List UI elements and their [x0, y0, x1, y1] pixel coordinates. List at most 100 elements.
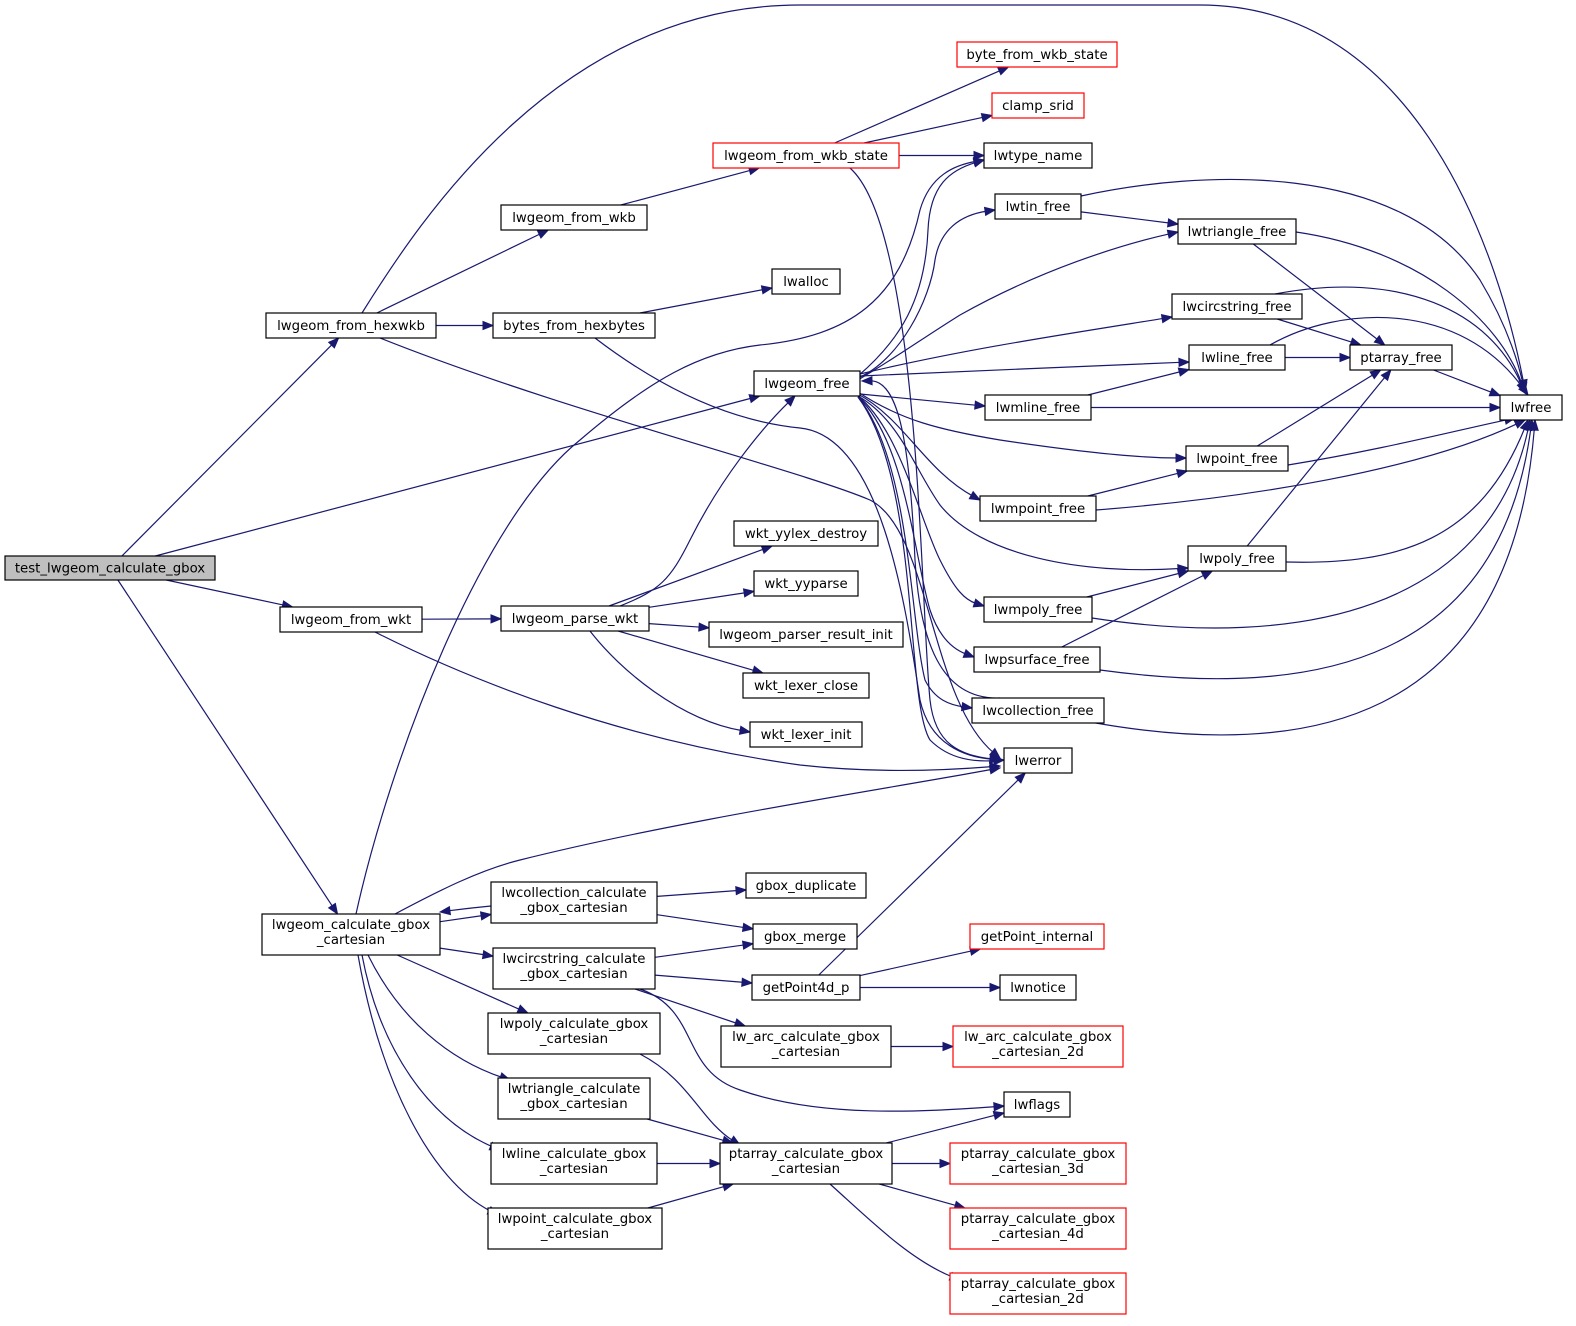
edge-line	[834, 69, 1002, 144]
node-calc-gbox-cart[interactable]: lwgeom_calculate_gbox_cartesian	[261, 913, 441, 956]
node-box	[500, 605, 650, 632]
node-clamp-srid[interactable]: clamp_srid	[991, 92, 1085, 119]
node-parser-result-init[interactable]: lwgeom_parser_result_init	[708, 621, 904, 648]
node-from-wkt[interactable]: lwgeom_from_wkt	[279, 606, 423, 633]
node-lwalloc[interactable]: lwalloc	[771, 268, 841, 295]
node-label: _gbox_cartesian	[519, 901, 627, 916]
node-lwcollection-free[interactable]: lwcollection_free	[971, 697, 1105, 724]
node-box	[490, 881, 658, 924]
edge-lwgeom_free-to-lwcollection_free	[857, 396, 974, 712]
node-lwfree[interactable]: lwfree	[1499, 394, 1563, 421]
node-lexer-init[interactable]: wkt_lexer_init	[749, 721, 863, 748]
edge-arrowhead	[939, 1158, 952, 1169]
node-box	[708, 621, 904, 648]
node-getPoint4d-p[interactable]: getPoint4d_p	[751, 974, 861, 1001]
node-box	[949, 1272, 1127, 1315]
node-lexer-close[interactable]: wkt_lexer_close	[742, 672, 870, 699]
node-test[interactable]: test_lwgeom_calculate_gbox	[4, 555, 216, 581]
node-yyparse[interactable]: wkt_yyparse	[753, 570, 859, 597]
node-lwmpoly-free[interactable]: lwmpoly_free	[983, 596, 1093, 623]
edge-lwcollection_free-to-lwgeom_free	[860, 375, 1001, 699]
edge-coll_calc-to-calc_gbox_cart	[438, 905, 492, 916]
node-lwgeom-free[interactable]: lwgeom_free	[753, 370, 861, 397]
edge-lwgeom_free-to-lwmpoint_free	[857, 393, 982, 501]
node-label: lwcircstring_calculate	[502, 952, 645, 967]
edge-arrowhead	[735, 885, 748, 896]
edge-line	[1287, 419, 1508, 466]
edge-line	[857, 396, 997, 762]
node-lwmline-free[interactable]: lwmline_free	[984, 394, 1092, 421]
node-lwmpoint-free[interactable]: lwmpoint_free	[979, 495, 1097, 522]
edge-line	[859, 393, 978, 406]
node-label: lwtin_free	[1006, 200, 1071, 215]
node-lwcircstring-free[interactable]: lwcircstring_free	[1171, 293, 1303, 320]
node-coll-calc[interactable]: lwcollection_calculate_gbox_cartesian	[490, 881, 658, 924]
edge-arrowhead	[1339, 352, 1352, 363]
node-ptarray-calc[interactable]: ptarray_calculate_gbox_cartesian	[719, 1142, 893, 1185]
node-point-calc[interactable]: lwpoint_calculate_gbox_cartesian	[487, 1207, 663, 1250]
edge-arrowhead	[327, 337, 340, 349]
node-ptarray-free[interactable]: ptarray_free	[1349, 344, 1453, 371]
node-box	[719, 1142, 893, 1185]
node-label: wkt_yyparse	[764, 577, 847, 592]
node-bytes-from-hexbytes[interactable]: bytes_from_hexbytes	[492, 312, 656, 339]
node-lwline-free[interactable]: lwline_free	[1188, 344, 1286, 371]
node-yylex-destroy[interactable]: wkt_yylex_destroy	[733, 520, 879, 547]
node-pt-2d[interactable]: ptarray_calculate_gbox_cartesian_2d	[949, 1272, 1127, 1315]
node-arc-calc[interactable]: lw_arc_calculate_gbox_cartesian	[720, 1025, 892, 1068]
edge-line	[361, 4, 1525, 383]
node-getPoint-internal[interactable]: getPoint_internal	[969, 923, 1105, 950]
edge-line	[1091, 427, 1529, 629]
node-label: ptarray_calculate_gbox	[961, 1277, 1116, 1292]
node-box	[1003, 1091, 1071, 1118]
node-box	[4, 555, 216, 581]
edge-arrowhead	[742, 588, 756, 598]
edge-arc_calc-to-arc_calc_2d	[891, 1041, 955, 1052]
edge-arrowhead	[992, 1110, 1006, 1121]
node-lwpoly-free[interactable]: lwpoly_free	[1187, 545, 1287, 572]
node-circ-calc[interactable]: lwcircstring_calculate_gbox_cartesian	[492, 947, 656, 990]
edge-line	[1080, 211, 1171, 224]
edge-line	[857, 393, 974, 497]
edge-bytes_from_hexbytes-to-lwalloc	[639, 285, 774, 314]
edge-arrowhead	[972, 158, 986, 168]
node-label: _gbox_cartesian	[519, 967, 627, 982]
node-label: _cartesian	[539, 1032, 608, 1047]
edge-arrowhead	[516, 1004, 530, 1014]
node-from-wkb-state[interactable]: lwgeom_from_wkb_state	[712, 142, 900, 169]
node-pt-4d[interactable]: ptarray_calculate_gbox_cartesian_4d	[949, 1207, 1127, 1250]
node-lwnotice[interactable]: lwnotice	[999, 974, 1077, 1001]
node-lwpsurface-free[interactable]: lwpsurface_free	[973, 646, 1101, 673]
node-label: lwpoly_free	[1199, 552, 1275, 567]
node-parse-wkt[interactable]: lwgeom_parse_wkt	[500, 605, 650, 632]
node-tri-calc[interactable]: lwtriangle_calculate_gbox_cartesian	[497, 1077, 651, 1120]
edge-line	[654, 944, 746, 958]
node-from-hexwkb[interactable]: lwgeom_from_hexwkb	[265, 312, 437, 339]
node-poly-calc[interactable]: lwpoly_calculate_gbox_cartesian	[487, 1012, 661, 1055]
node-line-calc[interactable]: lwline_calculate_gbox_cartesian	[490, 1142, 658, 1185]
node-byte-from-wkb-state[interactable]: byte_from_wkb_state	[956, 41, 1118, 68]
node-lwtype-name[interactable]: lwtype_name	[983, 142, 1093, 169]
node-label: getPoint4d_p	[763, 981, 850, 996]
node-lwtriangle-free[interactable]: lwtriangle_free	[1177, 218, 1297, 245]
edge-line	[857, 395, 1181, 571]
node-lwerror[interactable]: lwerror	[1003, 747, 1073, 774]
node-box	[949, 1142, 1127, 1185]
node-arc-calc-2d[interactable]: lw_arc_calculate_gbox_cartesian_2d	[952, 1025, 1124, 1068]
edge-line	[1087, 370, 1182, 396]
node-lwflags[interactable]: lwflags	[1003, 1091, 1071, 1118]
node-lwtin-free[interactable]: lwtin_free	[994, 193, 1082, 220]
edge-line	[869, 380, 1001, 699]
node-box	[492, 312, 656, 339]
edge-line	[857, 210, 988, 379]
node-gbox-merge[interactable]: gbox_merge	[752, 923, 858, 950]
node-gbox-duplicate[interactable]: gbox_duplicate	[745, 872, 867, 899]
node-from-wkb[interactable]: lwgeom_from_wkb	[500, 204, 648, 231]
edge-test-to-calc_gbox_cart	[117, 579, 339, 916]
node-lwpoint-free[interactable]: lwpoint_free	[1185, 445, 1289, 472]
node-pt-3d[interactable]: ptarray_calculate_gbox_cartesian_3d	[949, 1142, 1127, 1185]
node-label: lwpoint_free	[1196, 452, 1277, 467]
node-label: lwerror	[1015, 754, 1062, 769]
node-box	[1177, 218, 1297, 245]
